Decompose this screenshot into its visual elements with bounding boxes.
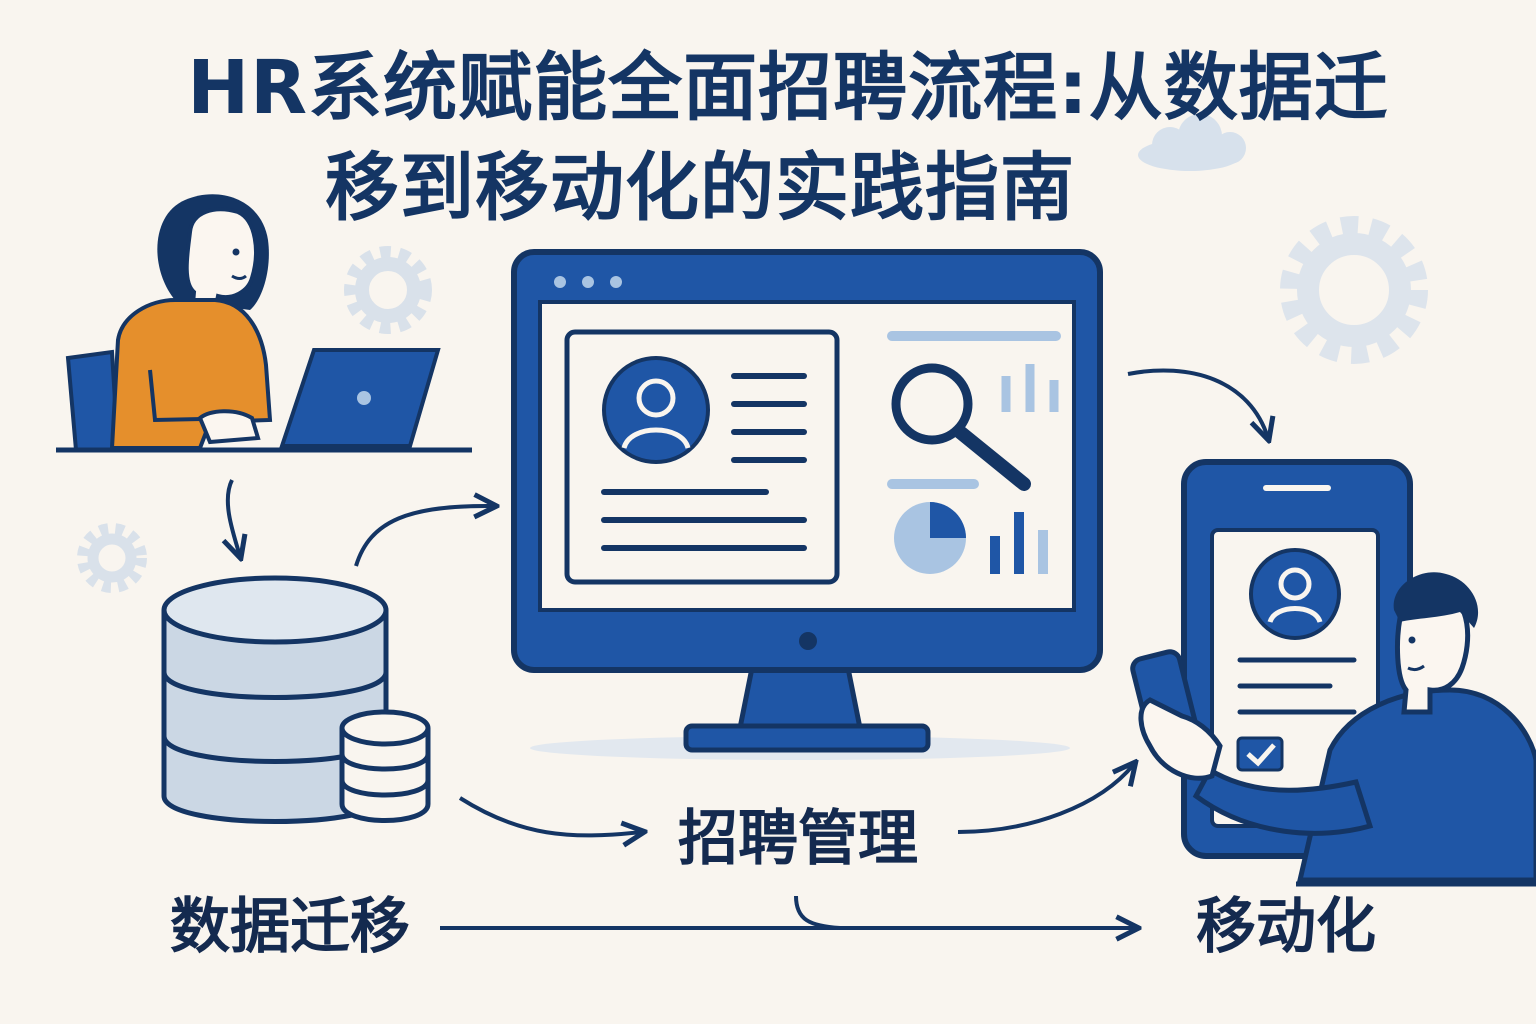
database-icon (161, 575, 431, 824)
title-line-1: HR系统赋能全面招聘流程:从数据迁 (187, 45, 1389, 131)
title-line-2: 移到移动化的实践指南 (325, 145, 1075, 231)
magnifier-icon (887, 331, 1061, 491)
data-migration-label: 数据迁移 (170, 892, 410, 962)
page-title: HR系统赋能全面招聘流程:从数据迁 移到移动化的实践指南 (0, 38, 1536, 238)
pie-chart-icon (894, 502, 966, 574)
gear-icon (1280, 216, 1428, 364)
gear-icon (344, 246, 432, 334)
checkbox-icon (1236, 736, 1284, 772)
gear-icon (77, 523, 147, 593)
cloud-icon (1138, 114, 1246, 171)
man-with-phone-icon (1130, 572, 1536, 887)
bar-chart-icon (1001, 364, 1059, 412)
profile-card-icon (564, 329, 840, 585)
recruitment-management-label: 招聘管理 (678, 804, 918, 874)
woman-at-laptop-icon (56, 194, 472, 453)
mobilization-label: 移动化 (1196, 892, 1376, 962)
bar-chart-icon (990, 512, 1048, 574)
